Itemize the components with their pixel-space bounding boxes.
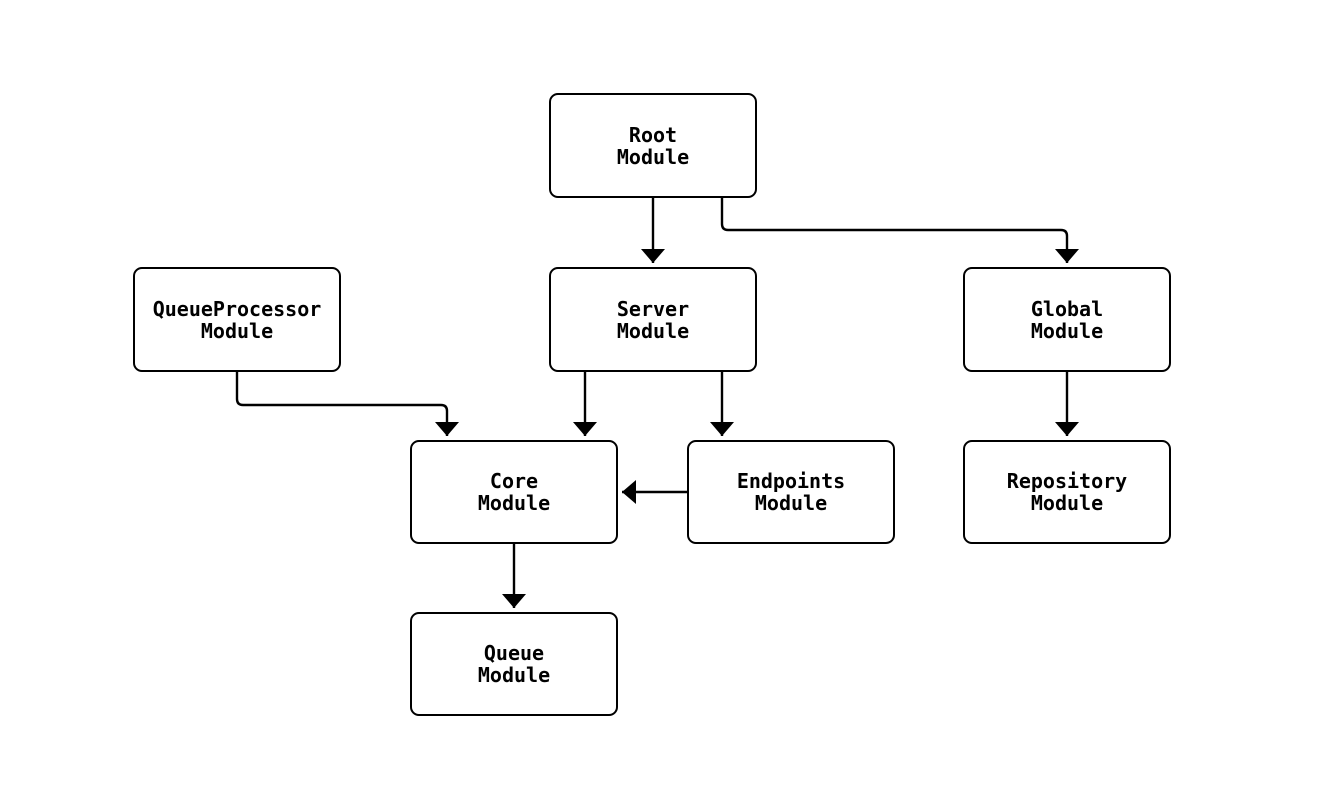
node-label-line1: Queue — [483, 641, 545, 665]
node-label-line1: Repository — [1006, 469, 1128, 493]
node-label-line2: Module — [616, 144, 690, 169]
node-label-line2: Module — [1030, 491, 1104, 515]
node-label-line1: Global — [1030, 296, 1104, 321]
node-queue-module: Queue Module — [410, 612, 618, 716]
node-repository-module: Repository Module — [963, 440, 1171, 544]
node-label-line2: Module — [616, 318, 690, 343]
node-label-line2: Module — [1030, 318, 1104, 343]
node-label-line1: Root — [628, 122, 678, 147]
node-label-line1: QueueProcessor — [152, 296, 322, 321]
edge-root-module-to-global-module — [720, 198, 1079, 263]
node-label-line1: Core — [489, 469, 539, 493]
node-global-module: Global Module — [963, 267, 1171, 372]
node-label-line2: Module — [477, 663, 551, 687]
node-server-module: Server Module — [549, 267, 757, 372]
node-queueprocessor-module: QueueProcessor Module — [133, 267, 341, 372]
node-label-line2: Module — [477, 491, 551, 515]
node-root-module: Root Module — [549, 93, 757, 198]
node-core-module: Core Module — [410, 440, 618, 544]
node-label-line2: Module — [200, 318, 274, 343]
node-label-line2: Module — [754, 491, 828, 515]
node-endpoints-module: Endpoints Module — [687, 440, 895, 544]
edge-queueprocessor-module-to-core-module — [235, 372, 459, 436]
node-label-line1: Endpoints — [736, 469, 846, 493]
node-label-line1: Server — [616, 296, 690, 321]
